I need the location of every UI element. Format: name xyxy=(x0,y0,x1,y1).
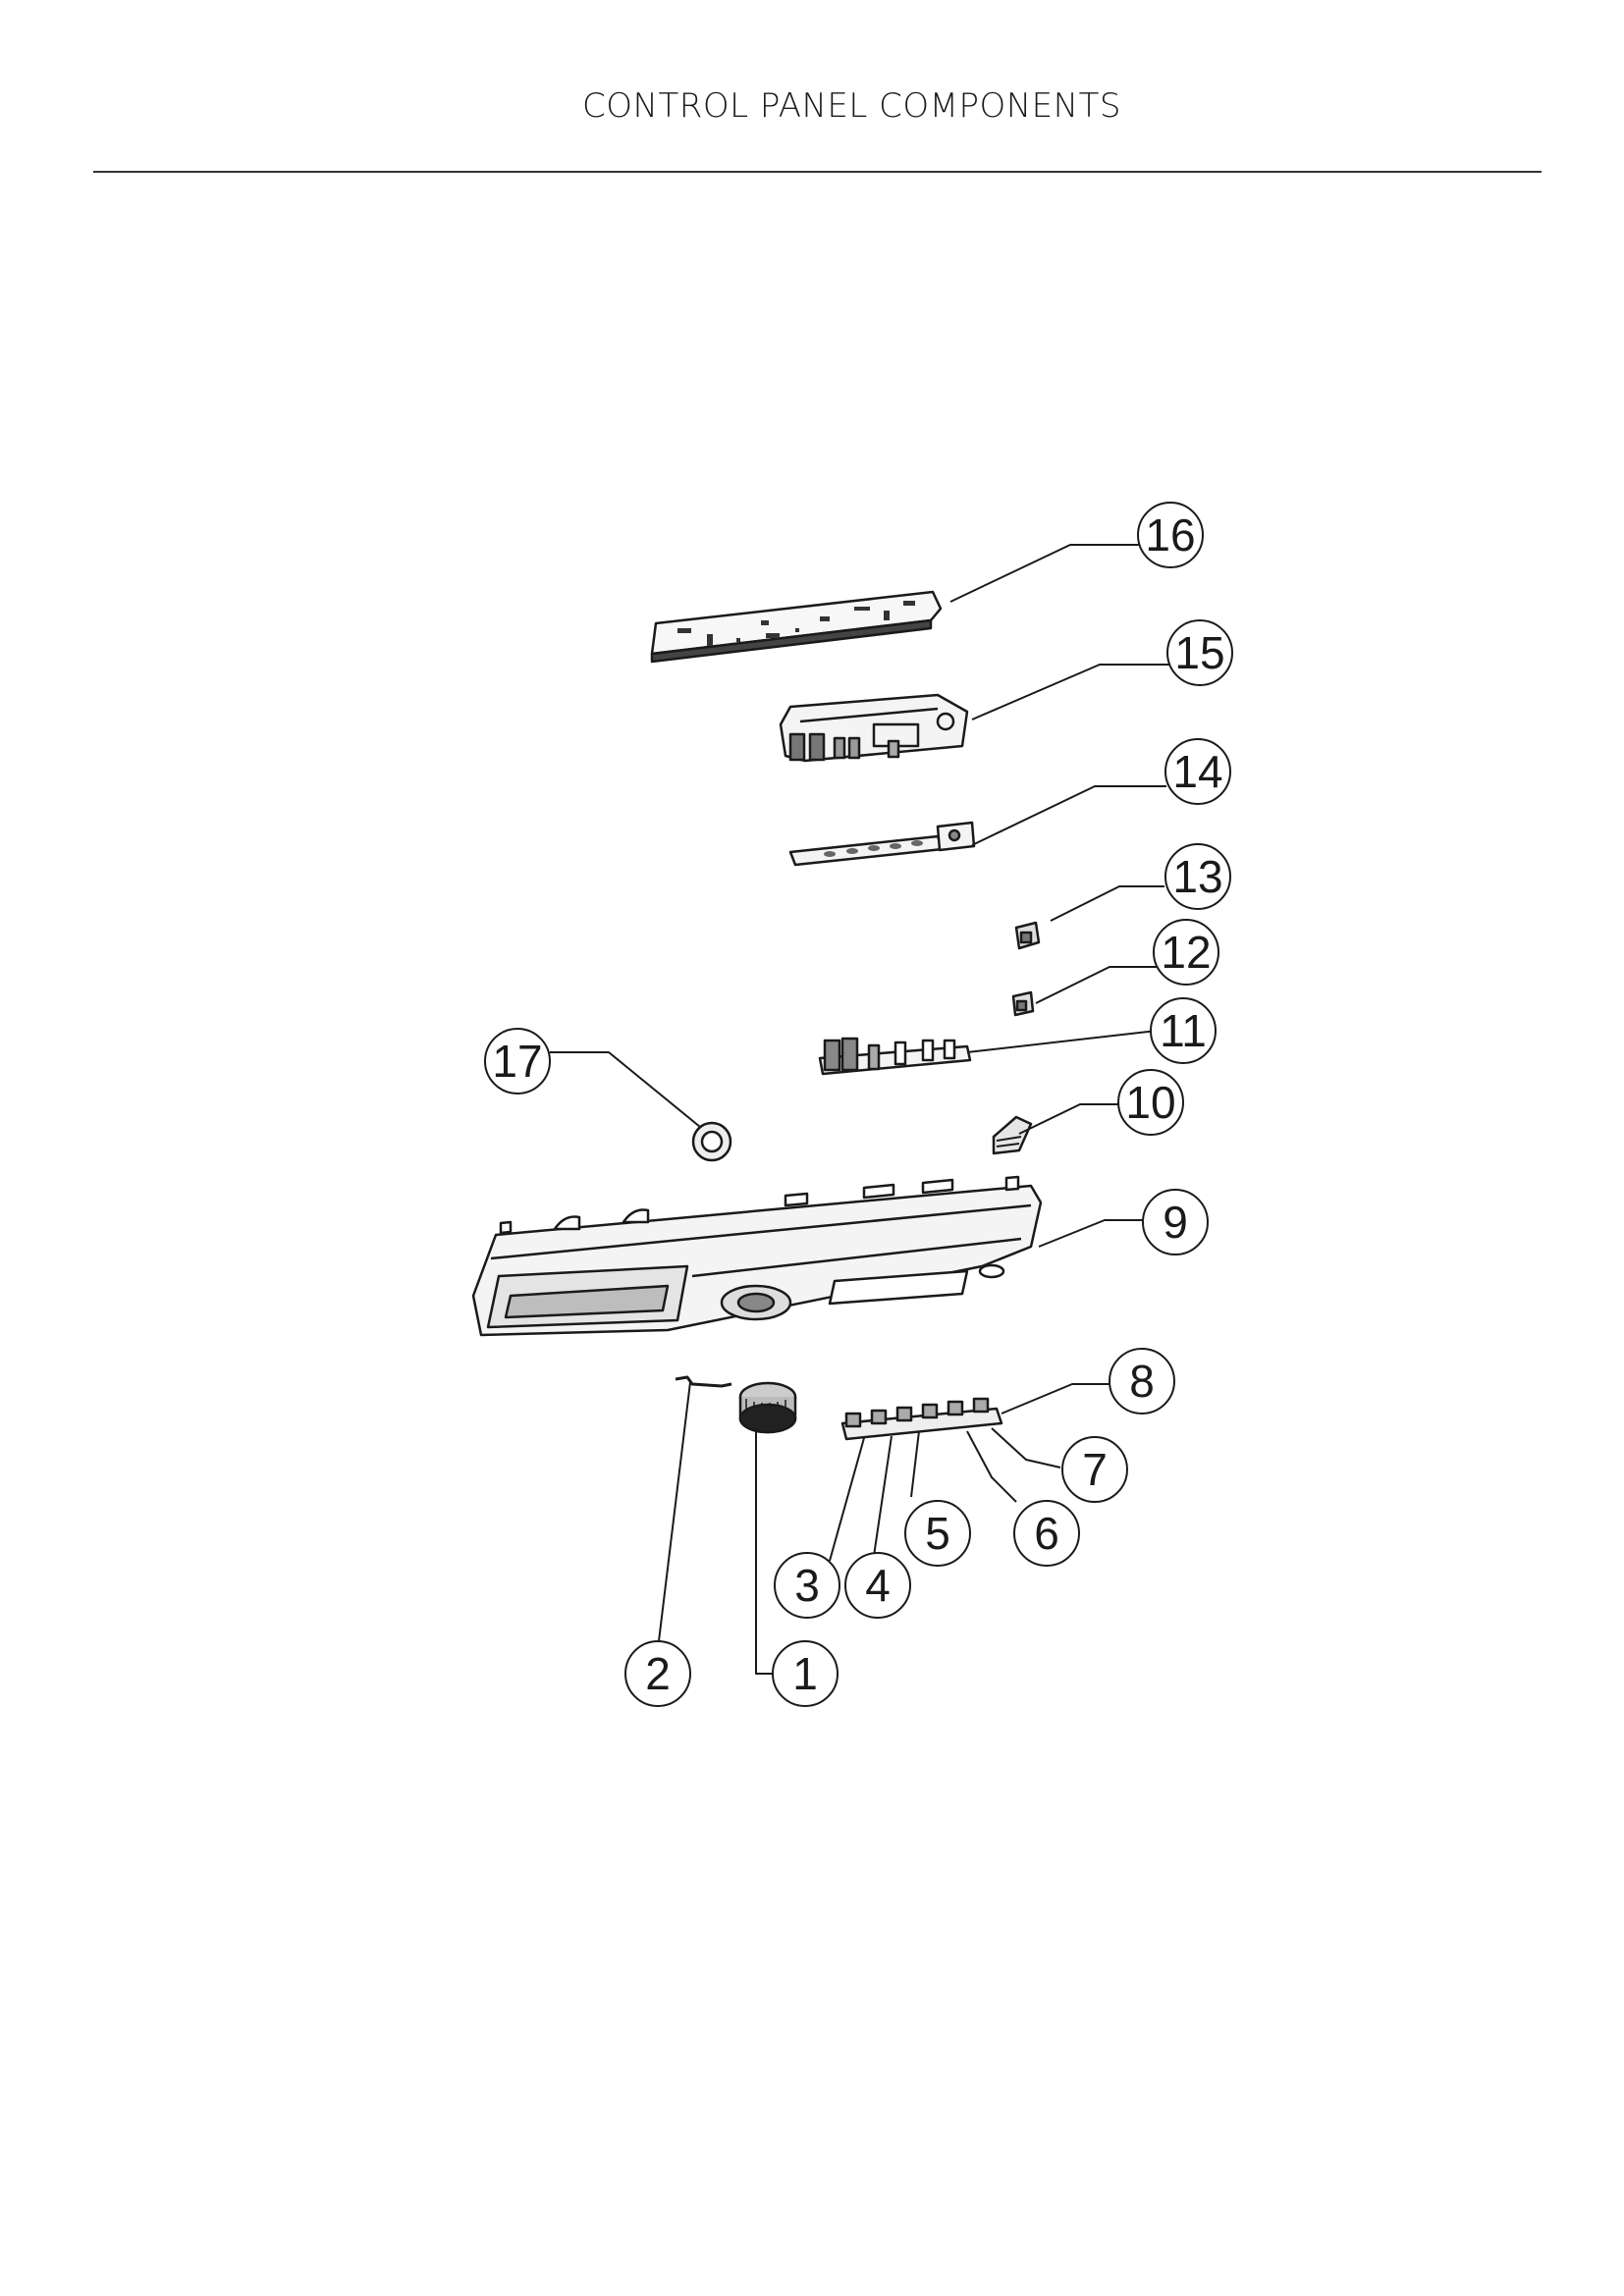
callout-10: 10 xyxy=(1125,1077,1175,1128)
callout-1: 1 xyxy=(792,1648,818,1699)
part-2-spring-clip xyxy=(675,1375,732,1388)
callout-7: 7 xyxy=(1082,1444,1108,1495)
part-1-knob xyxy=(738,1381,797,1434)
leader-lines xyxy=(550,544,1170,1675)
callout-3: 3 xyxy=(794,1560,820,1611)
callout-circles xyxy=(484,502,1233,1707)
callout-2: 2 xyxy=(645,1648,671,1699)
callout-13: 13 xyxy=(1172,851,1222,902)
callout-4: 4 xyxy=(865,1560,891,1611)
part-14-led-strip xyxy=(788,821,976,867)
callout-5: 5 xyxy=(925,1508,950,1559)
part-11-button-rail xyxy=(818,1037,972,1076)
parts-3-8-button-row xyxy=(840,1397,1003,1441)
callout-15: 15 xyxy=(1174,627,1224,678)
callout-9: 9 xyxy=(1163,1197,1188,1248)
part-17-ring xyxy=(691,1121,732,1162)
title-divider xyxy=(93,171,1542,173)
part-16-pcb-board xyxy=(650,590,943,664)
callout-17: 17 xyxy=(492,1036,542,1087)
callout-6: 6 xyxy=(1034,1508,1059,1559)
part-15-button-carrier xyxy=(779,693,969,763)
callout-14: 14 xyxy=(1172,746,1222,797)
callout-11: 11 xyxy=(1160,1005,1207,1056)
part-10-latch xyxy=(992,1115,1033,1155)
part-12-clip xyxy=(1011,990,1035,1017)
callout-8: 8 xyxy=(1129,1356,1155,1407)
page-title: CONTROL PANEL COMPONENTS xyxy=(582,86,1121,126)
part-9-control-panel xyxy=(471,1175,1043,1337)
part-13-clip xyxy=(1014,921,1041,950)
callout-12: 12 xyxy=(1161,927,1211,978)
callout-16: 16 xyxy=(1145,509,1195,561)
